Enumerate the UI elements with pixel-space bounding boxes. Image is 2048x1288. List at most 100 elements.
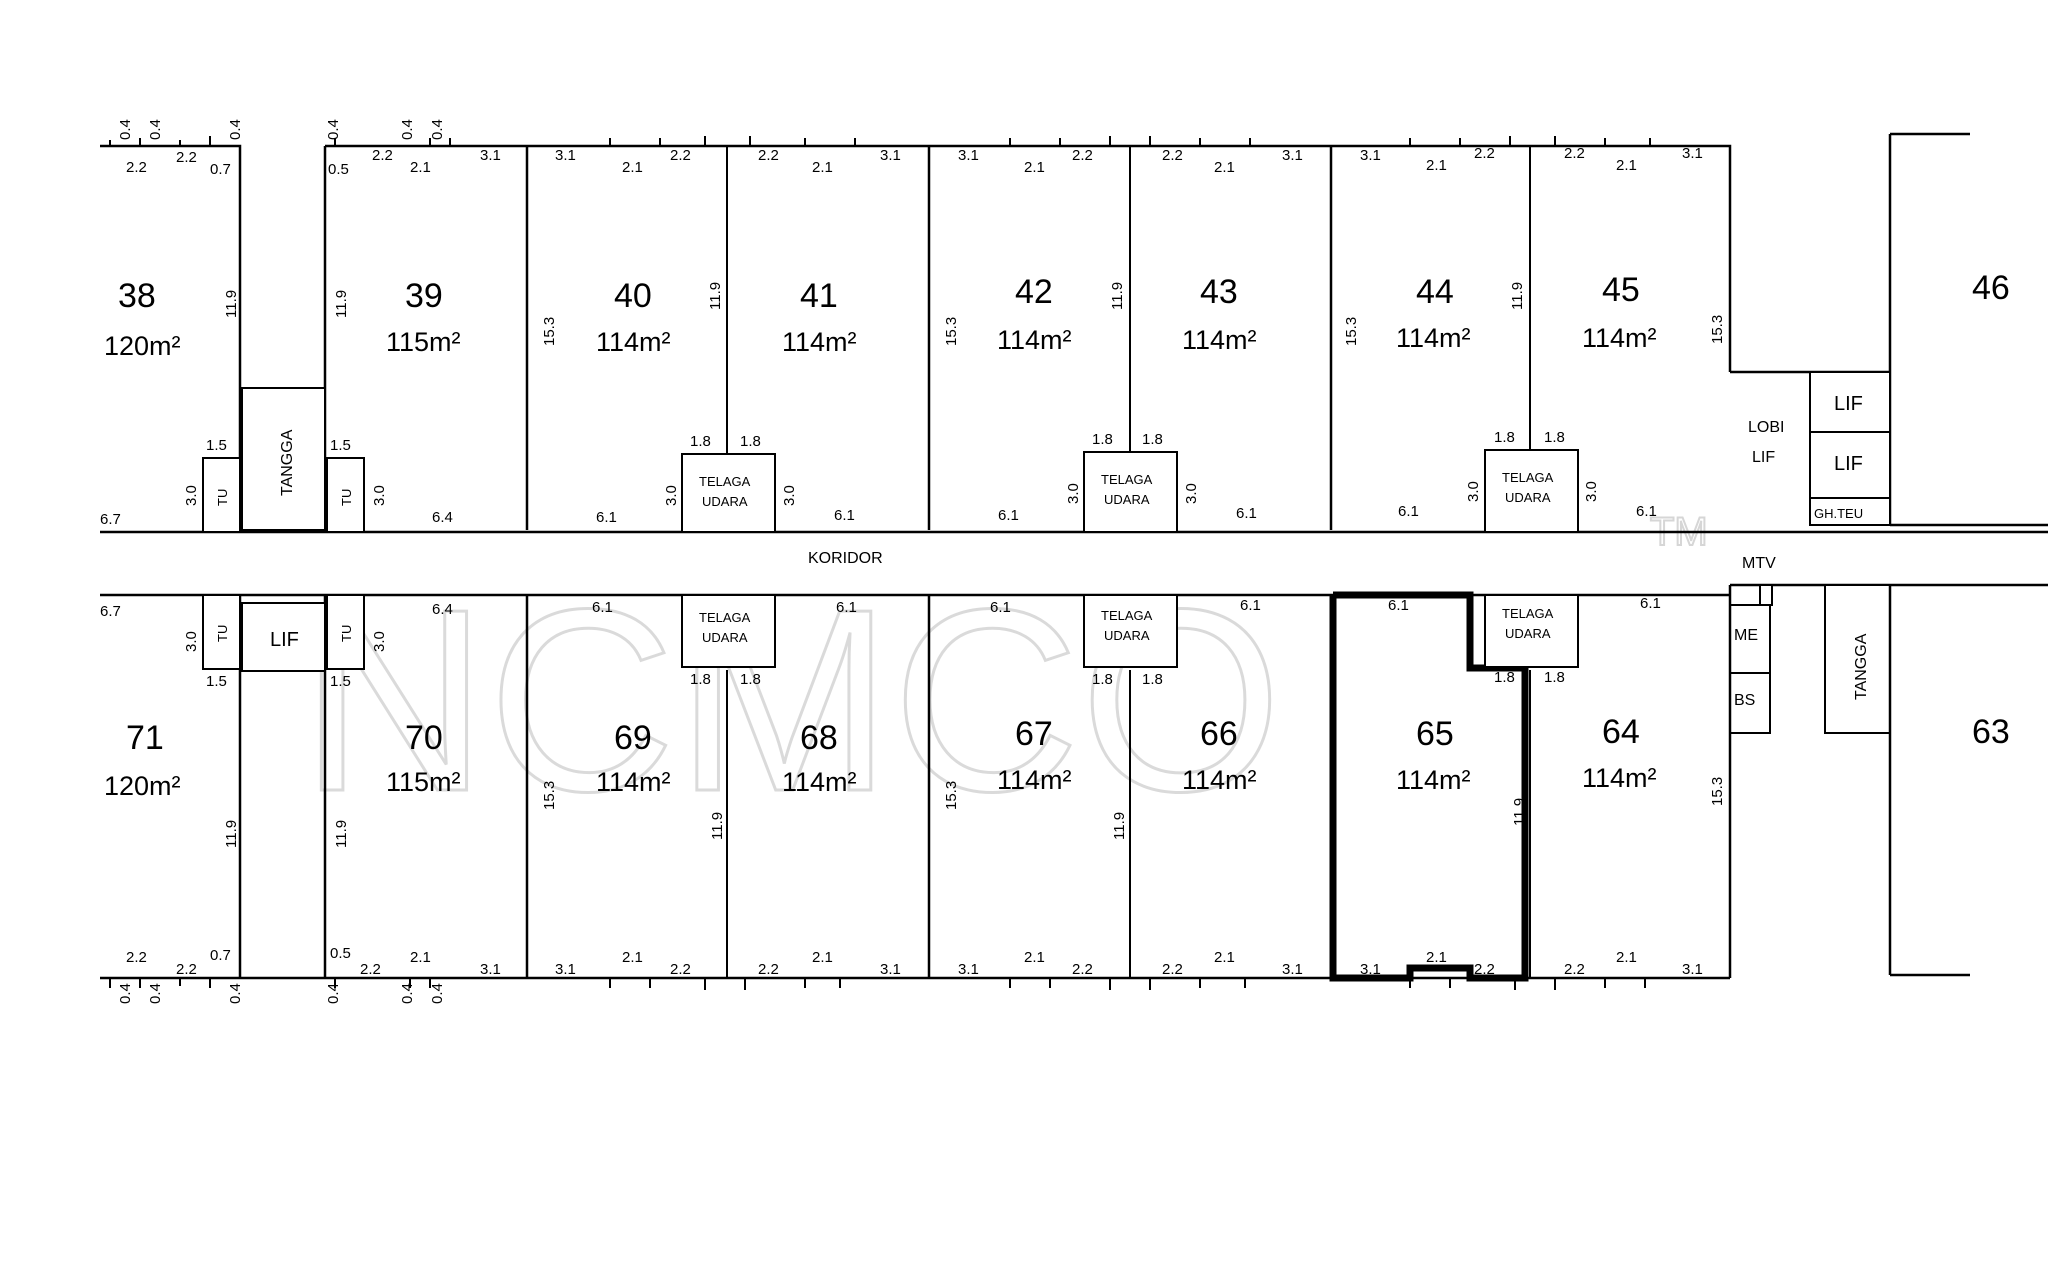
dim-3.0-e: 3.0: [1465, 481, 1482, 502]
dim-1.5-br: 1.5: [330, 673, 351, 690]
unit-68-number: 68: [800, 719, 838, 757]
dim-0.4-t2: 0.4: [147, 119, 164, 140]
dim-3.0-d: 3.0: [1183, 483, 1200, 504]
dim-v-15.3-44: 15.3: [1343, 317, 1360, 346]
dim-v-11.9-43: 11.9: [1109, 282, 1126, 310]
corridor-label: KORIDOR: [808, 550, 883, 567]
dim-bot-2.2f: 2.2: [1072, 961, 1093, 978]
telaga-1-line1: TELAGA: [699, 474, 751, 489]
unit-71-area: 120m²: [104, 771, 181, 801]
dim-0.4-t6: 0.4: [429, 119, 446, 140]
unit-66-area: 114m²: [1182, 765, 1257, 795]
dim-v-11.9-71: 11.9: [223, 820, 240, 848]
dim-bot-2.1d: 2.1: [1024, 949, 1045, 966]
dim-v-11.9-39: 11.9: [333, 290, 350, 318]
dim-6.1-k: 6.1: [1388, 597, 1409, 614]
ghteu-label: GH.TEU: [1814, 506, 1863, 521]
telaga-3-line2: UDARA: [1505, 490, 1551, 505]
unit-45-area: 114m²: [1582, 323, 1657, 353]
bs-label: BS: [1734, 692, 1755, 709]
dim-bot-2.2g: 2.2: [1162, 961, 1183, 978]
dim-top-2.2b: 2.2: [176, 149, 197, 166]
unit-41-area: 114m²: [782, 327, 857, 357]
dim-v-11.9-68: 11.9: [709, 812, 726, 840]
unit-65-number: 65: [1416, 715, 1454, 753]
dim-top-2.1d: 2.1: [1024, 159, 1045, 176]
dim-v-11.9-41: 11.9: [707, 282, 724, 310]
dim-1.8-d: 1.8: [1142, 431, 1163, 448]
dim-0.4-t3: 0.4: [227, 119, 244, 140]
lif-right-top-label: LIF: [1834, 393, 1863, 415]
dim-1.8-j: 1.8: [1142, 671, 1163, 688]
tangga-top-label: TANGGA: [279, 429, 296, 496]
dim-v-15.3-40: 15.3: [541, 317, 558, 346]
dim-v-11.9-38: 11.9: [223, 290, 240, 318]
dim-1.8-a: 1.8: [690, 433, 711, 450]
dim-bot-2.2i: 2.2: [1564, 961, 1585, 978]
unit-45-number: 45: [1602, 271, 1640, 309]
dim-3.0-tr: 3.0: [371, 485, 388, 506]
dim-1.8-l: 1.8: [1544, 669, 1565, 686]
dim-top-2.1g: 2.1: [1616, 157, 1637, 174]
dim-bot-2.2e: 2.2: [758, 961, 779, 978]
dim-6.4-bottom: 6.4: [432, 601, 453, 618]
dim-bot-2.2d: 2.2: [670, 961, 691, 978]
dim-v-15.3-42: 15.3: [943, 317, 960, 346]
top-row-walls: [100, 136, 2048, 534]
dim-3.0-f: 3.0: [1583, 481, 1600, 502]
dim-v-11.9-45: 11.9: [1509, 282, 1526, 310]
dim-top-3.1e: 3.1: [1282, 147, 1303, 164]
lif-bottom-label: LIF: [270, 629, 299, 651]
telaga-3-line1: TELAGA: [1502, 470, 1554, 485]
unit-67-area: 114m²: [997, 765, 1072, 795]
dim-bot-2.2: 2.2: [126, 949, 147, 966]
lobi-label-line1: LOBI: [1748, 419, 1784, 436]
dim-top-2.1c: 2.1: [812, 159, 833, 176]
dim-bot-0.5: 0.5: [330, 945, 351, 962]
telaga-1-line2: UDARA: [702, 494, 748, 509]
service-boxes: [202, 449, 1579, 670]
dim-top-3.1c: 3.1: [880, 147, 901, 164]
dim-6.1-h: 6.1: [836, 599, 857, 616]
dim-top-2.2g: 2.2: [1162, 147, 1183, 164]
unit-44-number: 44: [1416, 273, 1454, 311]
dim-3.0-br: 3.0: [371, 631, 388, 652]
dim-1.8-b: 1.8: [740, 433, 761, 450]
lif-right-mid-label: LIF: [1834, 453, 1863, 475]
dim-0.4-t5: 0.4: [399, 119, 416, 140]
unit-43-number: 43: [1200, 273, 1238, 311]
unit-65-area: 114m²: [1396, 765, 1471, 795]
dim-1.5-bl: 1.5: [206, 673, 227, 690]
unit-46-number: 46: [1972, 269, 2010, 307]
dim-bot-0.7: 0.7: [210, 947, 231, 964]
right-block-walls: [1729, 132, 2048, 977]
unit-69-number: 69: [614, 719, 652, 757]
dim-top-3.1d: 3.1: [958, 147, 979, 164]
dim-0.4-t1: 0.4: [117, 119, 134, 140]
dim-v-11.9-66: 11.9: [1111, 812, 1128, 840]
unit-42-area: 114m²: [997, 325, 1072, 355]
dim-bot-3.1g: 3.1: [1682, 961, 1703, 978]
dim-0.4-t4: 0.4: [325, 119, 342, 140]
dim-bot-3.1e: 3.1: [1282, 961, 1303, 978]
dim-bot-2.2b: 2.2: [176, 961, 197, 978]
dim-bot-2.1: 2.1: [410, 949, 431, 966]
dim-top-2.2h: 2.2: [1474, 145, 1495, 162]
dimensions: 2.2 2.2 0.7 2.2 2.1 3.1 0.5 3.1 2.1 2.2 …: [100, 119, 1726, 1004]
dim-0.4-b1: 0.4: [117, 983, 134, 1004]
unit-64-area: 114m²: [1582, 763, 1657, 793]
unit-38-area: 120m²: [104, 331, 181, 361]
dim-1.5-tl: 1.5: [206, 437, 227, 454]
dim-1.8-h: 1.8: [740, 671, 761, 688]
unit-42-number: 42: [1015, 273, 1053, 311]
dim-1.8-i: 1.8: [1092, 671, 1113, 688]
unit-43-area: 114m²: [1182, 325, 1257, 355]
dim-bot-3.1b: 3.1: [555, 961, 576, 978]
dim-v-15.3-45: 15.3: [1709, 315, 1726, 344]
unit-39-area: 115m²: [386, 327, 461, 357]
lobi-label-line2: LIF: [1752, 449, 1775, 466]
dim-v-15.3-64: 15.3: [1709, 777, 1726, 806]
dim-v-11.9-70: 11.9: [333, 820, 350, 848]
dim-6.1-i: 6.1: [990, 599, 1011, 616]
unit-70-number: 70: [405, 719, 443, 757]
